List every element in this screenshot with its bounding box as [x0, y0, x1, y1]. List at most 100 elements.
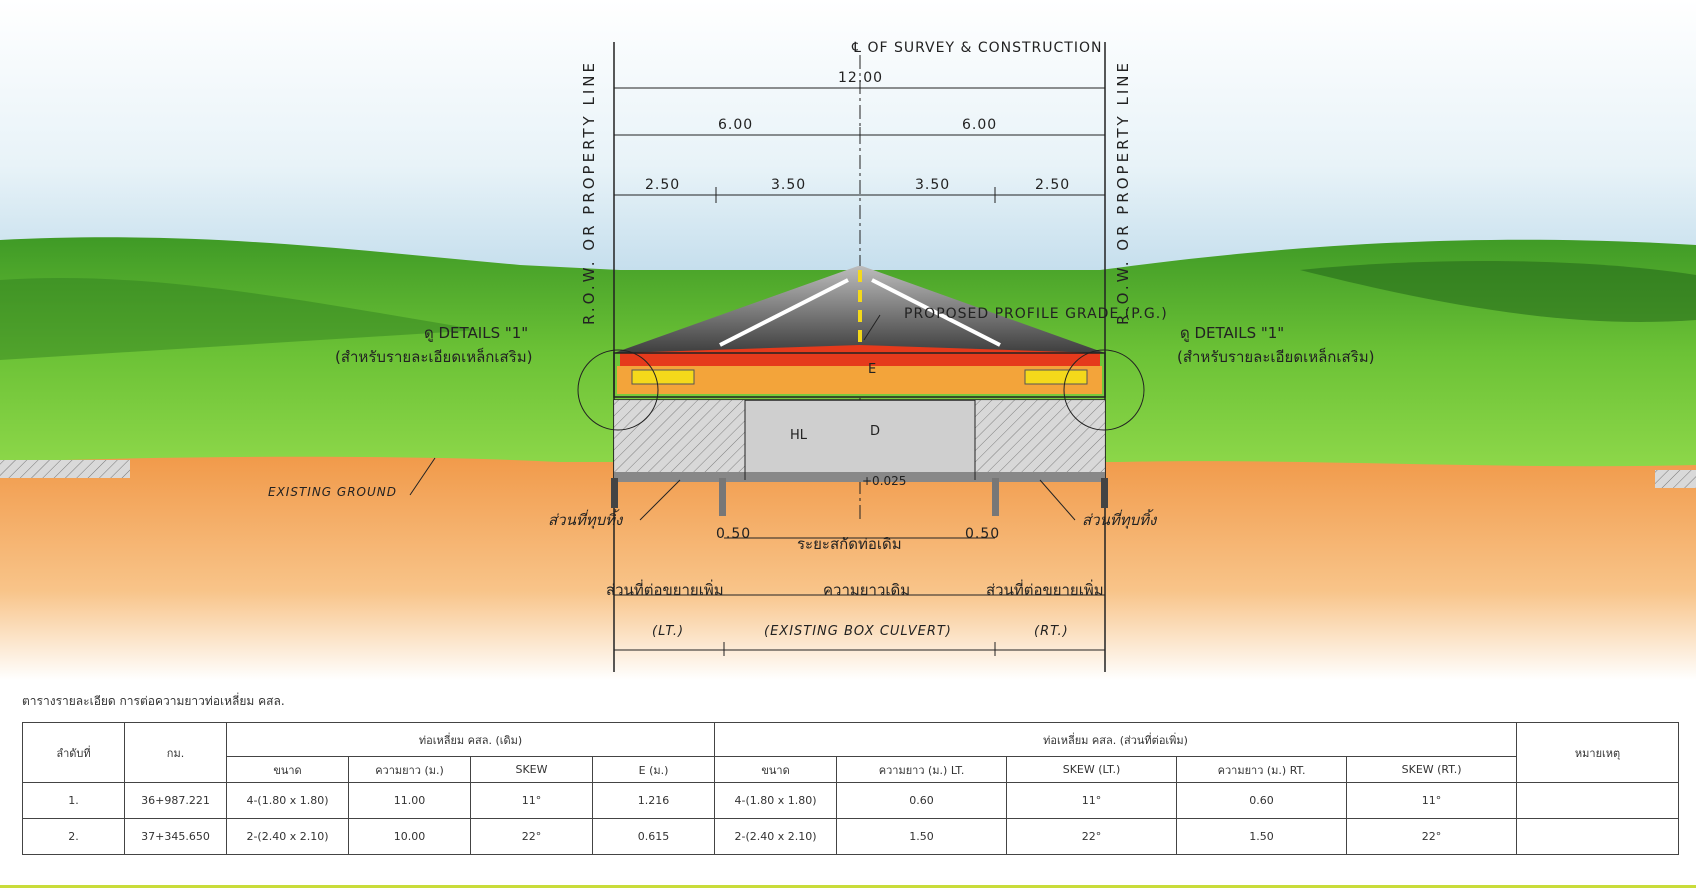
- details-circle-right: [1063, 349, 1145, 431]
- pavement-orange-layer: [617, 366, 1102, 394]
- header-size: ขนาด: [226, 756, 349, 783]
- details-right-sublabel: (สำหรับรายละเอียดเหล็กเสริม): [1177, 348, 1375, 366]
- details-circle-left: [577, 349, 659, 431]
- lt-label: (LT.): [652, 624, 685, 639]
- cell-e: 0.615: [591, 818, 716, 855]
- culvert-extension-table: ลำดับที่ กม. ท่อเหลี่ยม คสล. (เดิม) ท่อเ…: [22, 722, 1680, 855]
- header-skew-lt: SKEW (LT.): [1006, 756, 1178, 783]
- rt-label: (RT.): [1034, 624, 1069, 639]
- leader-lines: [409, 314, 1076, 521]
- cell-size-ext: 2-(2.40 x 2.10): [714, 818, 838, 855]
- cell-length: 10.00: [348, 818, 471, 855]
- cell-e: 1.216: [591, 782, 716, 819]
- label-HL: HL: [790, 428, 808, 443]
- table-row: 2. 37+345.650 2-(2.40 x 2.10) 10.00 22° …: [22, 818, 1680, 855]
- header-length-rt: ความยาว (ม.) RT.: [1176, 756, 1348, 783]
- details-left-sublabel: (สำหรับรายละเอียดเหล็กเสริม): [335, 348, 533, 366]
- cross-section-scene: ℄ OF SURVEY & CONSTRUCTION R.O.W. OR PRO…: [0, 0, 1696, 680]
- cell-size-ext: 4-(1.80 x 1.80): [714, 782, 838, 819]
- demolish-left-label: ส่วนที่ทุบทิ้ง: [548, 511, 623, 529]
- bottom-accent-line: [0, 885, 1696, 888]
- existing-box-culvert-label: (EXISTING BOX CULVERT): [764, 624, 952, 639]
- extension-right-label: ส่วนที่ต่อขยายเพิ่ม: [986, 581, 1104, 599]
- grass-shade-left: [0, 278, 480, 360]
- cell-size: 4-(1.80 x 1.80): [226, 782, 349, 819]
- property-line-label-left: R.O.W. OR PROPERTY LINE: [580, 60, 598, 325]
- cell-skew: 11°: [470, 782, 593, 819]
- cell-remark: [1516, 818, 1680, 855]
- grass-shade-right: [1300, 260, 1696, 322]
- table-header-row-2: ขนาด ความยาว (ม.) SKEW E (ม.) ขนาด ความย…: [23, 756, 1679, 783]
- road-lane-line-left: [719, 278, 849, 347]
- header-length: ความยาว (ม.): [348, 756, 471, 783]
- label-E: E: [868, 362, 877, 377]
- cell-length-lt: 1.50: [836, 818, 1008, 855]
- header-length-lt: ความยาว (ม.) LT.: [836, 756, 1008, 783]
- culvert-foot-left: [611, 478, 618, 508]
- dim-shoulder-right: 2.50: [1035, 177, 1071, 193]
- extension-left-label: ส่วนที่ต่อขยายเพิ่ม: [606, 581, 724, 599]
- cell-skew-lt: 22°: [1006, 818, 1178, 855]
- ground-hatch-left: [0, 460, 130, 478]
- cell-skew-rt: 22°: [1346, 818, 1518, 855]
- cross-section-drawing: [0, 0, 1696, 680]
- dimension-lines: [614, 87, 1105, 656]
- ground-hatch-right: [1655, 470, 1696, 488]
- offset-left: 0.50: [716, 526, 752, 542]
- cell-skew-rt: 11°: [1346, 782, 1518, 819]
- cell-length-lt: 0.60: [836, 782, 1008, 819]
- table-header-row-1: ลำดับที่ กม. ท่อเหลี่ยม คสล. (เดิม) ท่อเ…: [22, 722, 1680, 783]
- soil-ground: [0, 456, 1696, 680]
- culvert-bottom-slab: [614, 472, 1105, 482]
- dim-half-right: 6.00: [962, 117, 998, 133]
- cell-skew-lt: 11°: [1006, 782, 1178, 819]
- cell-km: 36+987.221: [124, 782, 227, 819]
- centerline-label: ℄ OF SURVEY & CONSTRUCTION: [852, 40, 1103, 56]
- culvert-foot-right: [1101, 478, 1108, 508]
- details-right-label: ดู DETAILS "1": [1180, 324, 1285, 342]
- demolish-right-label: ส่วนที่ทุบทิ้ง: [1082, 511, 1157, 529]
- cell-length: 11.00: [348, 782, 471, 819]
- dim-shoulder-left: 2.50: [645, 177, 681, 193]
- header-group-extension: ท่อเหลี่ยม คสล. (ส่วนที่ต่อเพิ่ม): [714, 722, 1518, 757]
- top-slab-outline: [613, 352, 1106, 398]
- slope-label: +0.025: [862, 474, 907, 488]
- demolish-zone-right: [975, 400, 1105, 480]
- existing-ground-label: EXISTING GROUND: [268, 485, 397, 499]
- header-remark: หมายเหตุ: [1516, 722, 1680, 783]
- header-skew: SKEW: [470, 756, 593, 783]
- cell-length-rt: 0.60: [1176, 782, 1348, 819]
- cell-no: 2.: [22, 818, 125, 855]
- dim-lane-right: 3.50: [915, 177, 951, 193]
- header-group-existing: ท่อเหลี่ยม คสล. (เดิม): [225, 722, 716, 757]
- header-skew-rt: SKEW (RT.): [1346, 756, 1518, 783]
- dim-total: 12.00: [838, 70, 884, 86]
- header-km: กม.: [124, 722, 227, 783]
- table-caption: ตารางรายละเอียด การต่อความยาวท่อเหลี่ยม …: [22, 694, 285, 708]
- road-lane-line-right: [871, 278, 1001, 347]
- header-no: ลำดับที่: [22, 722, 125, 783]
- details-left-label: ดู DETAILS "1": [424, 324, 529, 342]
- label-D: D: [870, 424, 881, 439]
- demolish-zone-left: [614, 400, 745, 480]
- cell-size: 2-(2.40 x 2.10): [226, 818, 349, 855]
- header-e: E (ม.): [591, 756, 716, 783]
- dim-half-left: 6.00: [718, 117, 754, 133]
- culvert-dowel-right: [992, 478, 999, 516]
- cell-no: 1.: [22, 782, 125, 819]
- cell-length-rt: 1.50: [1176, 818, 1348, 855]
- header-size-ext: ขนาด: [714, 756, 838, 783]
- cell-skew: 22°: [470, 818, 593, 855]
- dim-lane-left: 3.50: [771, 177, 807, 193]
- slab-yellow-right: [1024, 369, 1088, 385]
- culvert-dowel-left: [719, 478, 726, 516]
- slab-yellow-left: [631, 369, 695, 385]
- profile-grade-label: PROPOSED PROFILE GRADE (P.G.): [904, 306, 1168, 322]
- cell-km: 37+345.650: [124, 818, 227, 855]
- property-line-label-right: R.O.W. OR PROPERTY LINE: [1114, 60, 1132, 325]
- road-asphalt: [614, 266, 1105, 353]
- cell-remark: [1516, 782, 1680, 819]
- pavement-red-layer: [620, 345, 1100, 368]
- original-length-label: ความยาวเดิม: [823, 581, 911, 599]
- table-row: 1. 36+987.221 4-(1.80 x 1.80) 11.00 11° …: [22, 782, 1680, 819]
